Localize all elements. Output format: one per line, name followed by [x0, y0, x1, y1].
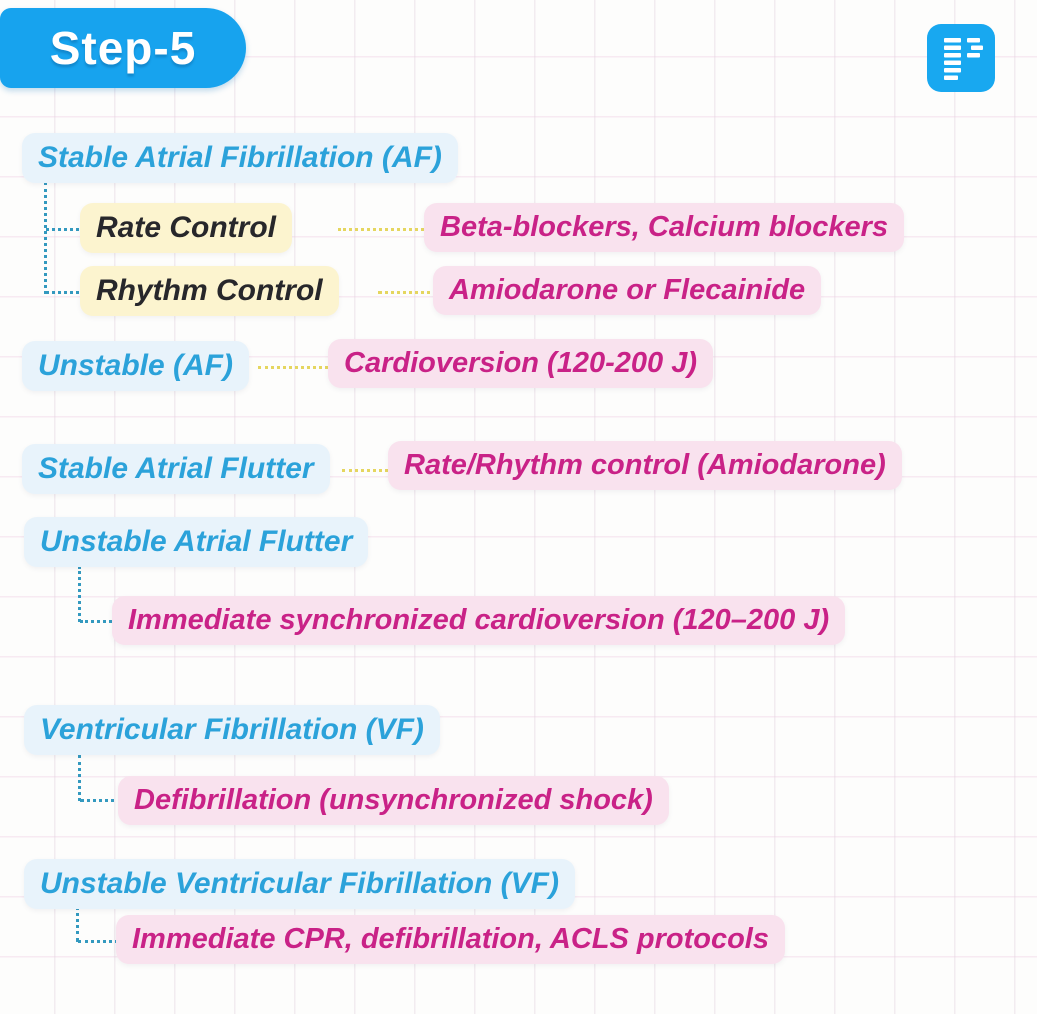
connector-unstable-af [258, 366, 334, 369]
step-badge-label: Step-5 [49, 22, 197, 74]
connector-rhythm-value [378, 291, 438, 294]
p-logo-icon [927, 24, 995, 92]
connector-rhythm-branch [46, 291, 79, 294]
connector-vf-vline [78, 755, 81, 801]
value-unstable-flutter: Immediate synchronized cardioversion (12… [112, 596, 846, 645]
connector-unstable-flutter-elbow [80, 620, 118, 623]
label-unstable-vf: Unstable Ventricular Fibrillation (VF) [24, 859, 575, 909]
label-unstable-flutter: Unstable Atrial Flutter [24, 517, 369, 567]
connector-rate-branch [46, 228, 79, 231]
connector-stable-flutter [342, 469, 394, 472]
value-rhythm-control: Amiodarone or Flecainide [433, 266, 822, 315]
connector-vf-elbow [80, 799, 122, 802]
label-rate-control: Rate Control [80, 203, 292, 253]
label-vf: Ventricular Fibrillation (VF) [24, 705, 440, 755]
value-vf: Defibrillation (unsynchronized shock) [118, 776, 669, 825]
step-badge: Step-5 [0, 8, 246, 88]
label-stable-flutter: Stable Atrial Flutter [22, 444, 330, 494]
label-unstable-af: Unstable (AF) [22, 341, 249, 391]
value-stable-flutter: Rate/Rhythm control (Amiodarone) [388, 441, 902, 490]
connector-unstable-flutter-vline [78, 566, 81, 622]
value-unstable-vf: Immediate CPR, defibrillation, ACLS prot… [116, 915, 785, 964]
connector-unstable-vf-vline [76, 906, 79, 942]
connector-rate-value [338, 228, 430, 231]
label-rhythm-control: Rhythm Control [80, 266, 339, 316]
connector-stable-af-vline [44, 182, 47, 294]
value-unstable-af: Cardioversion (120-200 J) [328, 339, 713, 388]
label-stable-af: Stable Atrial Fibrillation (AF) [22, 133, 458, 183]
value-rate-control: Beta-blockers, Calcium blockers [424, 203, 905, 252]
connector-unstable-vf-elbow [78, 940, 118, 943]
